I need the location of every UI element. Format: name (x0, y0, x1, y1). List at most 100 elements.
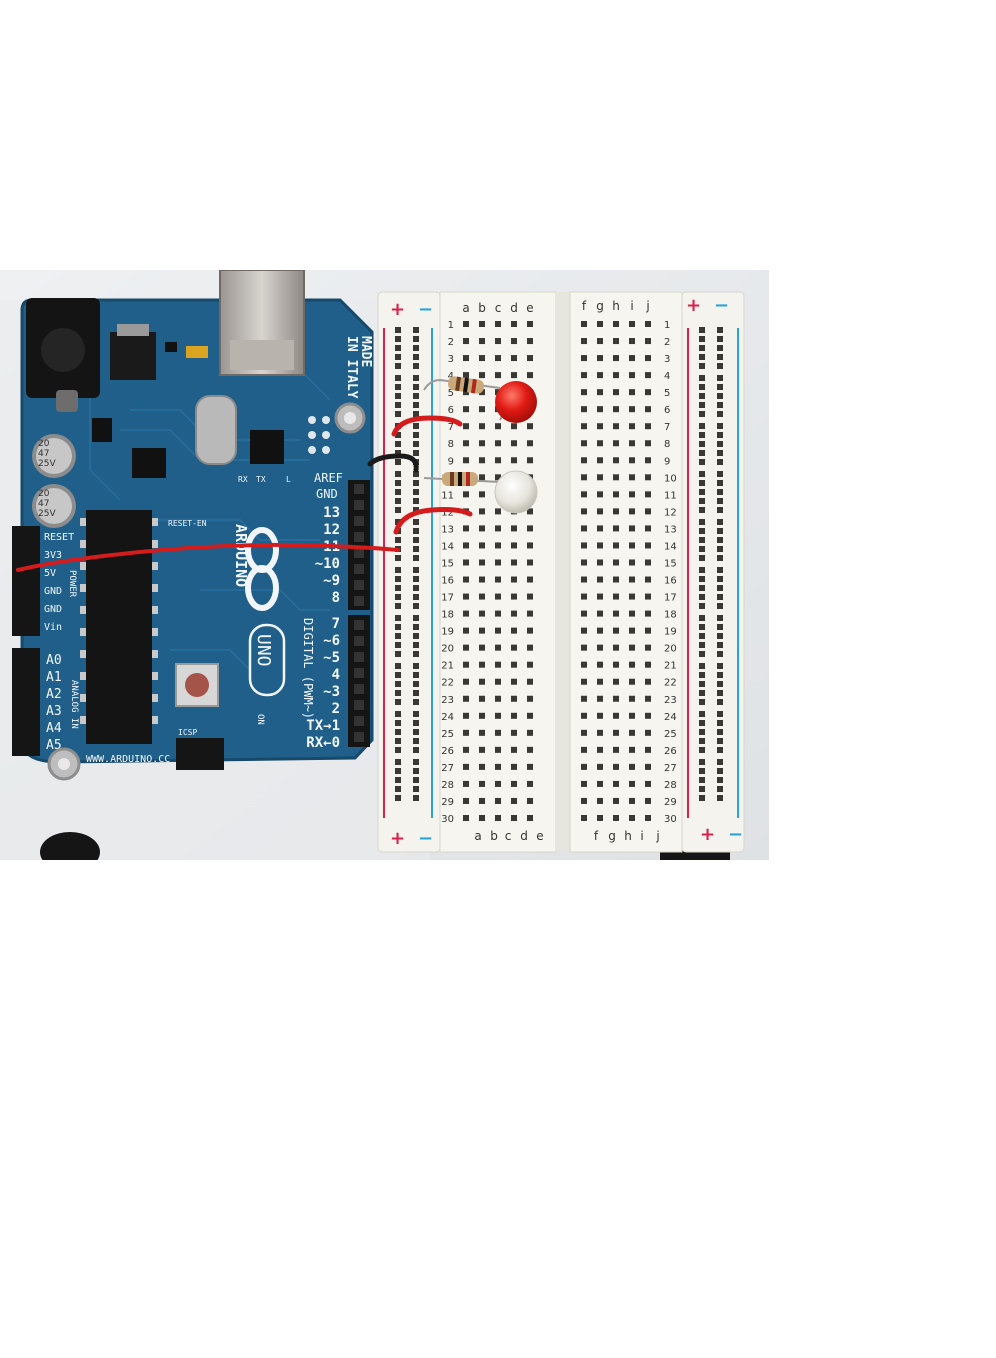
breadboard-hole (645, 644, 651, 651)
breadboard-hole (699, 603, 705, 609)
breadboard-hole (527, 815, 533, 821)
breadboard-hole (597, 763, 603, 770)
row-number-right: 12 (664, 507, 677, 518)
breadboard-hole (597, 338, 603, 345)
breadboard-hole (645, 440, 651, 447)
breadboard-hole (413, 672, 419, 678)
breadboard-hole (699, 663, 705, 669)
breadboard-hole (479, 355, 485, 362)
breadboard-hole (717, 711, 723, 717)
row-number-left: 25 (441, 729, 454, 740)
breadboard-hole (479, 797, 485, 804)
breadboard-hole (699, 720, 705, 726)
power-pin-reset: RESET (44, 532, 74, 543)
breadboard-hole (613, 355, 619, 362)
breadboard-hole (613, 627, 619, 634)
breadboard-hole (413, 624, 419, 630)
breadboard-hole (395, 633, 401, 639)
breadboard-hole (597, 389, 603, 396)
breadboard-hole (479, 695, 485, 702)
breadboard-hole (699, 759, 705, 765)
breadboard-hole (717, 777, 723, 783)
breadboard-hole (717, 519, 723, 525)
breadboard-hole (645, 797, 651, 804)
breadboard-hole (479, 780, 485, 787)
breadboard-hole (395, 651, 401, 657)
breadboard-hole (463, 338, 469, 345)
row-number-right: 3 (664, 354, 670, 365)
row-number-right: 2 (664, 337, 670, 348)
breadboard-hole (613, 593, 619, 600)
breadboard-hole (613, 372, 619, 379)
breadboard-hole (581, 712, 587, 719)
row-number-right: 29 (664, 797, 677, 808)
breadboard-hole (463, 644, 469, 651)
row-number-right: 22 (664, 678, 677, 689)
cap2-line1: 20 (38, 489, 50, 499)
breadboard-hole (699, 450, 705, 456)
breadboard-hole (413, 480, 419, 486)
analog-pin-a0: A0 (46, 653, 62, 668)
breadboard-hole (527, 661, 533, 668)
breadboard-hole (629, 525, 635, 532)
breadboard-hole (463, 525, 469, 532)
breadboard-hole (463, 457, 469, 464)
breadboard-hole (479, 491, 485, 498)
breadboard-hole (495, 815, 501, 821)
breadboard-hole (717, 345, 723, 351)
breadboard-hole (597, 491, 603, 498)
row-number-left: 14 (441, 541, 454, 552)
breadboard-hole (581, 746, 587, 753)
breadboard-hole (463, 729, 469, 736)
breadboard-hole (699, 711, 705, 717)
col-i-top: i (630, 299, 633, 313)
breadboard-hole (629, 763, 635, 770)
breadboard-hole (395, 507, 401, 513)
breadboard-hole (581, 815, 587, 821)
breadboard-hole (413, 555, 419, 561)
breadboard-hole (479, 508, 485, 515)
breadboard-hole (479, 389, 485, 396)
row-number-right: 19 (664, 627, 677, 638)
breadboard-hole (581, 508, 587, 515)
breadboard-hole (717, 537, 723, 543)
pin-2: 2 (332, 701, 340, 717)
row-number-left: 24 (441, 712, 454, 723)
breadboard-hole (699, 480, 705, 486)
row-number-left: 28 (441, 780, 454, 791)
breadboard-hole (699, 729, 705, 735)
breadboard-hole (717, 384, 723, 390)
left-rail-minus-bottom: − (418, 828, 433, 849)
right-rail-minus-top: − (714, 295, 729, 316)
breadboard-hole (395, 711, 401, 717)
breadboard-hole (717, 546, 723, 552)
breadboard-hole (413, 795, 419, 801)
breadboard-hole (613, 491, 619, 498)
breadboard-hole (527, 712, 533, 719)
breadboard-hole (395, 411, 401, 417)
row-number-left: 22 (441, 678, 454, 689)
breadboard-hole (413, 450, 419, 456)
breadboard-hole (717, 663, 723, 669)
breadboard-hole (413, 546, 419, 552)
breadboard-hole (613, 815, 619, 821)
analog-pin-a1: A1 (46, 670, 62, 685)
breadboard-hole (395, 738, 401, 744)
breadboard-hole (395, 663, 401, 669)
breadboard-hole (699, 624, 705, 630)
icsp-header (176, 738, 224, 770)
breadboard-hole (597, 678, 603, 685)
left-rail-plus-bottom: + (390, 828, 405, 849)
pin-5: ~5 (323, 650, 340, 666)
breadboard-hole (527, 542, 533, 549)
breadboard-hole (645, 406, 651, 413)
breadboard-hole (527, 695, 533, 702)
breadboard-hole (613, 661, 619, 668)
row-number-left: 6 (448, 405, 454, 416)
breadboard-hole (527, 593, 533, 600)
breadboard-hole (495, 474, 501, 481)
col-f-bottom: f (594, 829, 599, 843)
row-number-left: 23 (441, 695, 454, 706)
breadboard-hole (413, 633, 419, 639)
breadboard-hole (581, 644, 587, 651)
